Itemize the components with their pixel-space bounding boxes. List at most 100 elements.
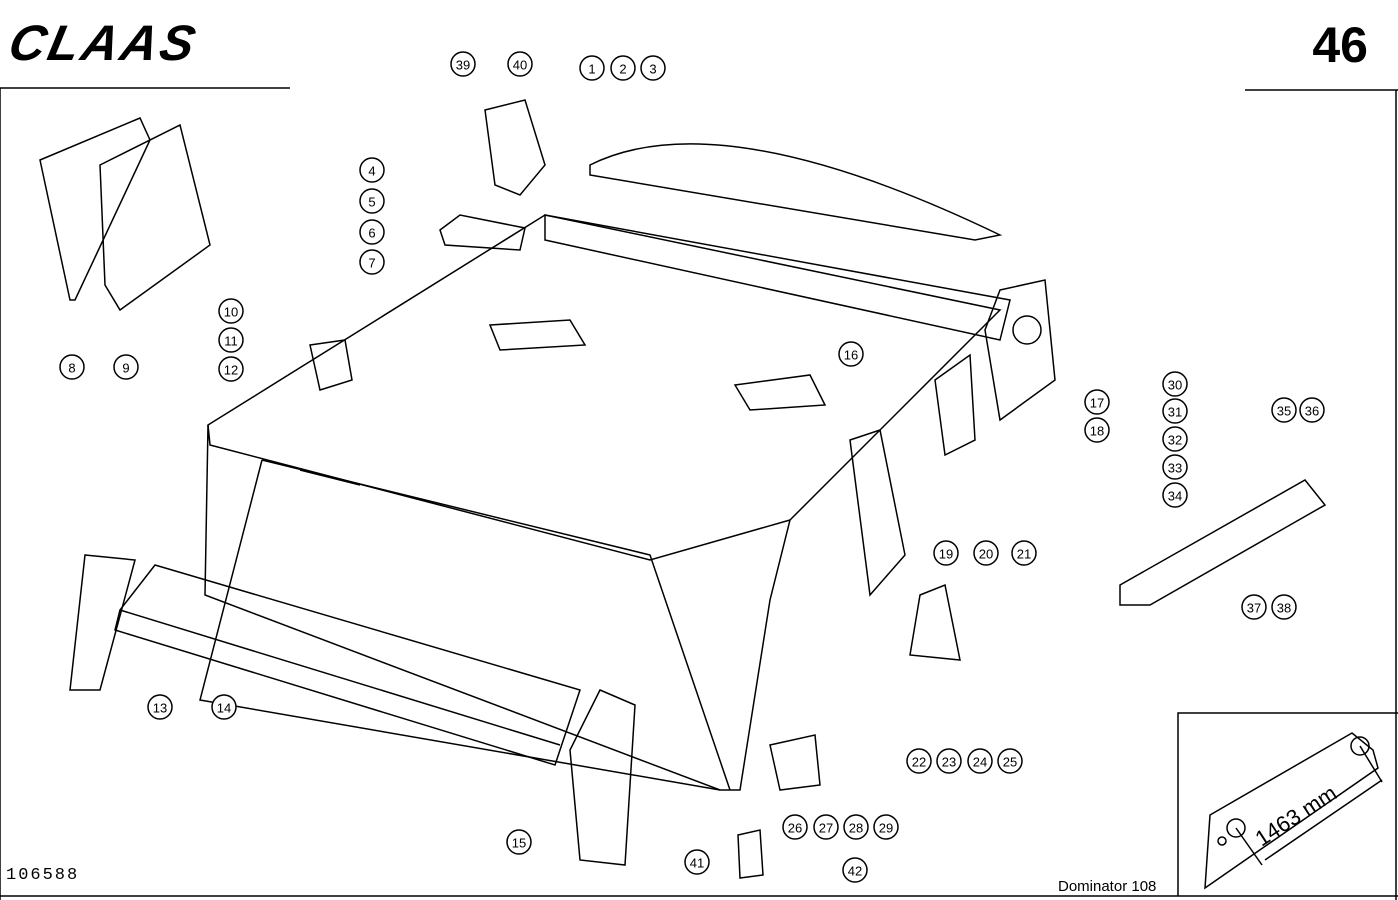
callout-4: 4 <box>359 157 385 183</box>
callout-number: 19 <box>939 547 953 562</box>
callout-number: 16 <box>844 348 858 363</box>
callout-number: 21 <box>1017 547 1031 562</box>
part-12-bracket <box>309 339 353 391</box>
callout-circle <box>906 748 932 774</box>
callout-3: 3 <box>640 55 666 81</box>
callout-circle <box>1271 397 1297 423</box>
callout-7: 7 <box>359 249 385 275</box>
callout-number: 14 <box>217 701 231 716</box>
callout-16: 16 <box>838 341 864 367</box>
callout-circle <box>967 748 993 774</box>
callout-circle <box>1162 454 1188 480</box>
callout-19: 19 <box>933 540 959 566</box>
callout-12: 12 <box>218 356 244 382</box>
callout-circle <box>873 814 899 840</box>
callout-circle <box>507 51 533 77</box>
main-frame <box>199 214 1056 791</box>
callout-circle <box>218 327 244 353</box>
callout-circle <box>1084 417 1110 443</box>
callout-circle <box>936 748 962 774</box>
callout-circle <box>997 748 1023 774</box>
callout-number: 7 <box>368 256 375 271</box>
callout-number: 28 <box>849 821 863 836</box>
callout-number: 17 <box>1090 396 1104 411</box>
callout-number: 42 <box>848 864 862 879</box>
part-41-plate <box>737 829 764 879</box>
inset-dimension: 1463 mm <box>1251 780 1342 851</box>
part-14-beam <box>114 564 581 766</box>
callout-circle <box>506 829 532 855</box>
callout-number: 24 <box>973 755 987 770</box>
callout-number: 41 <box>690 856 704 871</box>
callout-13: 13 <box>147 694 173 720</box>
part-26-plate <box>769 734 821 791</box>
callout-circle <box>211 694 237 720</box>
callout-11: 11 <box>218 327 244 353</box>
callout-circle <box>1299 397 1325 423</box>
callout-number: 5 <box>368 195 375 210</box>
callout-circle <box>1162 426 1188 452</box>
callout-circle <box>1162 371 1188 397</box>
page-number: 46 <box>1312 17 1368 73</box>
part-3-cover <box>589 143 1003 241</box>
callout-circle <box>813 814 839 840</box>
callout-29: 29 <box>873 814 899 840</box>
callout-36: 36 <box>1299 397 1325 423</box>
callout-34: 34 <box>1162 482 1188 508</box>
callout-circle <box>1011 540 1037 566</box>
callout-number: 18 <box>1090 424 1104 439</box>
callout-circle <box>782 814 808 840</box>
callout-number: 36 <box>1305 404 1319 419</box>
callout-number: 4 <box>368 164 375 179</box>
callout-6: 6 <box>359 219 385 245</box>
callout-circle <box>933 540 959 566</box>
callout-circle <box>1084 389 1110 415</box>
callout-number: 9 <box>122 361 129 376</box>
callout-37: 37 <box>1241 594 1267 620</box>
callout-31: 31 <box>1162 398 1188 424</box>
callout-27: 27 <box>813 814 839 840</box>
callout-number: 34 <box>1168 489 1182 504</box>
callout-number: 38 <box>1277 601 1291 616</box>
callout-18: 18 <box>1084 417 1110 443</box>
callout-number: 35 <box>1277 404 1291 419</box>
callout-10: 10 <box>218 298 244 324</box>
callout-number: 27 <box>819 821 833 836</box>
callout-circle <box>218 298 244 324</box>
callout-number: 22 <box>912 755 926 770</box>
part-15-support <box>569 689 636 866</box>
inset-box <box>1177 712 1398 896</box>
callout-number: 29 <box>879 821 893 836</box>
callout-8: 8 <box>59 354 85 380</box>
callout-number: 3 <box>649 62 656 77</box>
callout-21: 21 <box>1011 540 1037 566</box>
callout-circle <box>640 55 666 81</box>
callout-circle <box>1162 398 1188 424</box>
callout-number: 32 <box>1168 433 1182 448</box>
callout-33: 33 <box>1162 454 1188 480</box>
callout-number: 6 <box>368 226 375 241</box>
callout-number: 13 <box>153 701 167 716</box>
drawing-number: 106588 <box>6 866 80 885</box>
callout-number: 2 <box>619 62 626 77</box>
callout-circle <box>842 857 868 883</box>
callout-circle <box>610 55 636 81</box>
callout-number: 20 <box>979 547 993 562</box>
callout-circle <box>59 354 85 380</box>
callout-number: 30 <box>1168 378 1182 393</box>
callout-circle <box>843 814 869 840</box>
callout-circle <box>218 356 244 382</box>
callout-circle <box>359 219 385 245</box>
part-13-support <box>69 554 136 691</box>
callout-circle <box>359 188 385 214</box>
callout-number: 40 <box>513 58 527 73</box>
callout-24: 24 <box>967 748 993 774</box>
callout-17: 17 <box>1084 389 1110 415</box>
callout-circle <box>684 849 710 875</box>
callout-1: 1 <box>579 55 605 81</box>
callout-22: 22 <box>906 748 932 774</box>
callout-circle <box>359 157 385 183</box>
callout-40: 40 <box>507 51 533 77</box>
part-6-handle <box>439 214 526 251</box>
part-37-arm <box>1119 479 1327 606</box>
